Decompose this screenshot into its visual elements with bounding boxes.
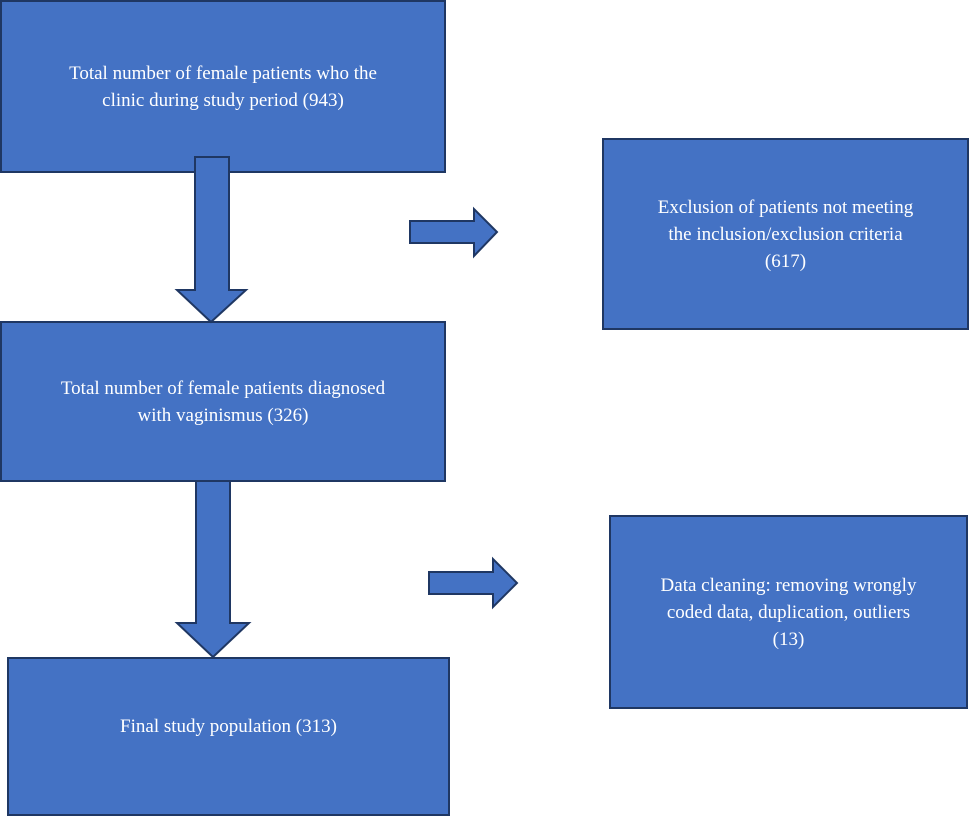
node-cleaning-line-3: (13) [772, 628, 805, 650]
arrow-right-to-cleaning [428, 556, 519, 610]
node-diagnosed-line-2: with vaginismus (326) [137, 404, 309, 426]
node-cleaning-line-2: coded data, duplication, outliers [666, 601, 911, 623]
node-exclusion-line-2: the inclusion/exclusion criteria [668, 223, 903, 245]
node-diagnosed-line-1: Total number of female patients diagnose… [60, 377, 386, 399]
node-total-line-1: Total number of female patients who the [69, 62, 377, 84]
node-exclusion: Exclusion of patients not meeting the in… [602, 138, 969, 330]
arrow-down-total-to-diagnosed [174, 156, 249, 324]
node-diagnosed-vaginismus: Total number of female patients diagnose… [0, 321, 446, 482]
node-data-cleaning: Data cleaning: removing wrongly coded da… [609, 515, 968, 709]
node-exclusion-line-1: Exclusion of patients not meeting [657, 196, 914, 218]
arrow-right-to-exclusion [409, 206, 499, 259]
node-final-line-1: Final study population (313) [120, 716, 337, 737]
node-exclusion-line-3: (617) [764, 250, 807, 272]
node-total-patients: Total number of female patients who the … [0, 0, 446, 173]
node-final-population: Final study population (313) [7, 657, 450, 816]
node-cleaning-line-1: Data cleaning: removing wrongly [660, 574, 917, 596]
node-total-line-2: clinic during study period (943) [102, 89, 344, 111]
arrow-down-diagnosed-to-final [174, 480, 252, 659]
